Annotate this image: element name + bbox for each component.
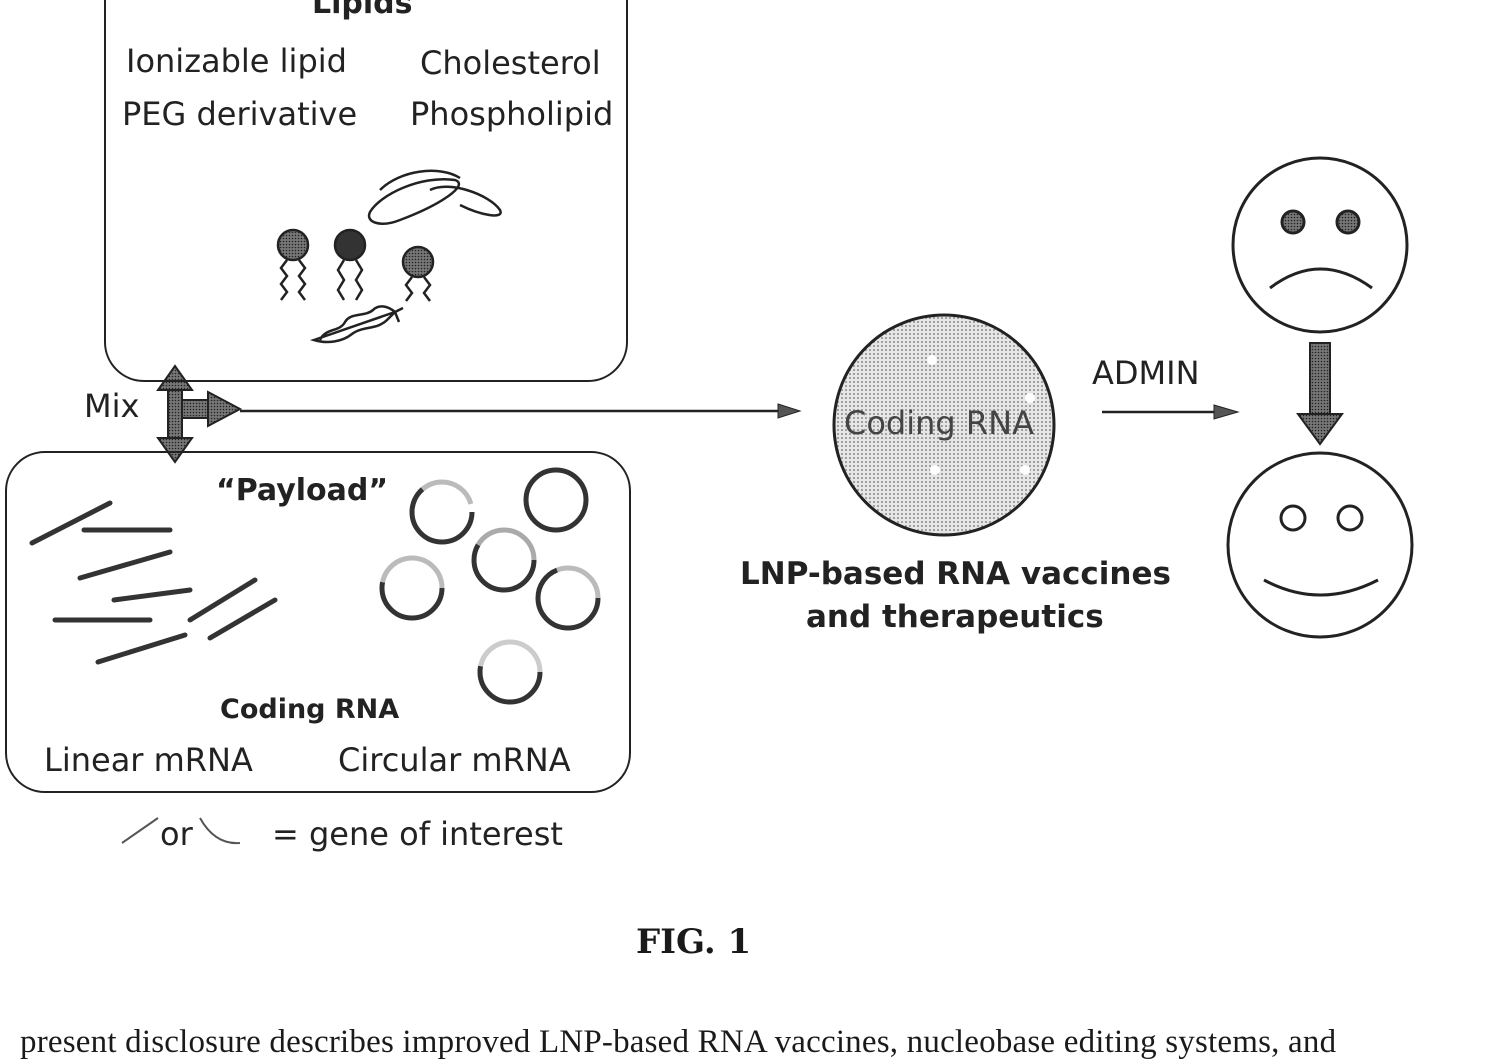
legend-text: = gene of interest [272,815,563,853]
down-arrow-icon [1298,343,1342,444]
legend-or: or [160,815,193,853]
lipids-title: Lipids [312,0,413,21]
arrow-to-particle-icon [240,404,800,418]
admin-arrow-icon [1102,405,1238,419]
payload-title: “Payload” [216,473,388,508]
lipid-item-phospholipid: Phospholipid [410,95,613,133]
circular-mrna-label: Circular mRNA [338,741,571,779]
lipid-item-cholesterol: Cholesterol [420,44,601,82]
lipid-item-ionizable: Ionizable lipid [126,42,347,80]
happy-face-icon [1228,453,1412,637]
lnp-caption-line1: LNP-based RNA vaccines [740,556,1171,592]
particle-label: Coding RNA [844,404,1034,442]
lipid-item-peg: PEG derivative [122,95,357,133]
payload-coding-label: Coding RNA [220,694,399,725]
mix-label: Mix [84,387,139,425]
linear-mrna-label: Linear mRNA [44,741,253,779]
figure-label: FIG. 1 [636,922,751,962]
admin-label: ADMIN [1092,354,1200,392]
body-text-line: present disclosure describes improved LN… [20,1024,1336,1061]
lnp-caption-line2: and therapeutics [806,599,1104,635]
sad-face-icon [1233,158,1407,332]
